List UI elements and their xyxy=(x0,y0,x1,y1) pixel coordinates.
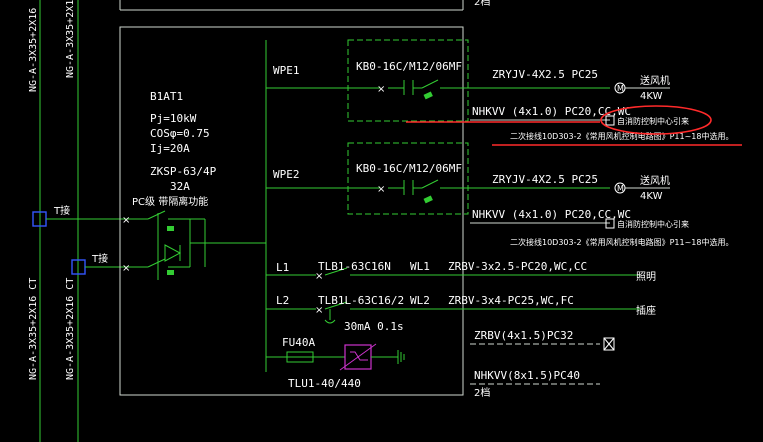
l1-name: WL1 xyxy=(410,260,430,273)
wpe1-load-name: 送风机 xyxy=(640,74,670,87)
wpe1-breaker-symbol: × xyxy=(377,79,610,100)
wpe1-control: NHKVV (4x1.0) PC20,CC,WC xyxy=(472,105,631,118)
wpe1-box-text: 自消防控制中心引来 xyxy=(617,116,689,126)
svg-text:×: × xyxy=(377,84,385,95)
l2-use: 插座 xyxy=(636,304,656,317)
svg-text:×: × xyxy=(122,215,130,226)
wpe2-breaker: KB0-16C/M12/06MF xyxy=(356,162,462,175)
t-label-2: T接 xyxy=(91,252,108,265)
wpe1-starter-box xyxy=(347,39,469,122)
wpe2-load-power: 4KW xyxy=(640,191,663,202)
monitor-tag: 2档 xyxy=(474,386,490,399)
t-label-1: T接 xyxy=(53,204,70,217)
wpe1-name: WPE1 xyxy=(273,64,300,77)
l2-name: WL2 xyxy=(410,294,430,307)
panel-rating: 32A xyxy=(170,180,190,193)
monitor-cable: NHKVV(8x1.5)PC40 xyxy=(474,369,580,382)
panel-ij: Ij=20A xyxy=(150,142,190,155)
red-circle-annotation xyxy=(600,105,712,135)
l2-breaker: TLB1L-63C16/2 xyxy=(318,294,404,307)
wpe2-name: WPE2 xyxy=(273,168,300,181)
monitor-terminal xyxy=(603,337,615,351)
wpe2-box-text: 自消防控制中心引来 xyxy=(617,219,689,229)
top-tag: 2档 xyxy=(474,0,490,8)
wpe2-control: NHKVV (4x1.0) PC20,CC,WC xyxy=(472,208,631,221)
wpe1-breaker: KB0-16C/M12/06MF xyxy=(356,60,462,73)
panel-pc-note: PC级 带隔离功能 xyxy=(132,195,208,208)
wpe2-cable: ZRYJV-4X2.5 PC25 xyxy=(492,173,598,186)
svg-text:M: M xyxy=(617,84,624,93)
panel-cos: COSφ=0.75 xyxy=(150,127,210,140)
l2-cable: ZRBV-3x4-PC25,WC,FC xyxy=(448,294,574,307)
l2-phase: L2 xyxy=(276,294,289,307)
wpe2-starter-box xyxy=(347,142,469,215)
wpe1-control-source-box xyxy=(605,115,615,126)
distribution-panel-frame xyxy=(119,26,464,396)
svg-text:×: × xyxy=(315,271,323,282)
wpe2-load-name: 送风机 xyxy=(640,174,670,187)
wpe2-breaker-symbol: × xyxy=(377,179,610,204)
svg-text:M: M xyxy=(617,184,624,193)
wpe1-note: 二次接线10D303-2《常用风机控制电路图》P11~18中选用。 xyxy=(510,131,733,141)
wpe1-cable: ZRYJV-4X2.5 PC25 xyxy=(492,68,598,81)
panel-id: B1AT1 xyxy=(150,90,183,103)
l1-use: 照明 xyxy=(636,271,656,283)
cable-label-bottom-b: NG-A-3X35+2X16 CT xyxy=(65,278,76,380)
panel-pj: Pj=10kW xyxy=(150,112,197,125)
wpe2-note: 二次接线10D303-2《常用风机控制电路图》P11~18中选用。 xyxy=(510,237,733,247)
l2-rcd: 30mA 0.1s xyxy=(344,320,404,333)
svg-text:×: × xyxy=(122,263,130,274)
l1-phase: L1 xyxy=(276,261,289,274)
panel-switch: ZKSP-63/4P xyxy=(150,165,217,178)
spd-model: TLU1-40/440 xyxy=(288,377,361,390)
svg-text:×: × xyxy=(377,184,385,195)
spd-fuse: FU40A xyxy=(282,336,315,349)
spd-cable: ZRBV(4x1.5)PC32 xyxy=(474,329,573,342)
cable-label-top-b: NG-A-3X35+2X16 xyxy=(65,0,76,78)
main-isolator-symbol: × × xyxy=(122,210,266,280)
wpe2-control-source-box xyxy=(605,218,615,229)
wpe1-load-power: 4KW xyxy=(640,91,663,102)
svg-text:×: × xyxy=(315,305,323,316)
cable-label-bottom-a: NG-A-3X35+2X16 CT xyxy=(28,278,39,380)
l1-breaker: TLB1-63C16N xyxy=(318,260,391,273)
cable-label-top-a: NG-A-3X35+2X16 xyxy=(28,8,39,92)
l1-cable: ZRBV-3x2.5-PC20,WC,CC xyxy=(448,260,587,273)
